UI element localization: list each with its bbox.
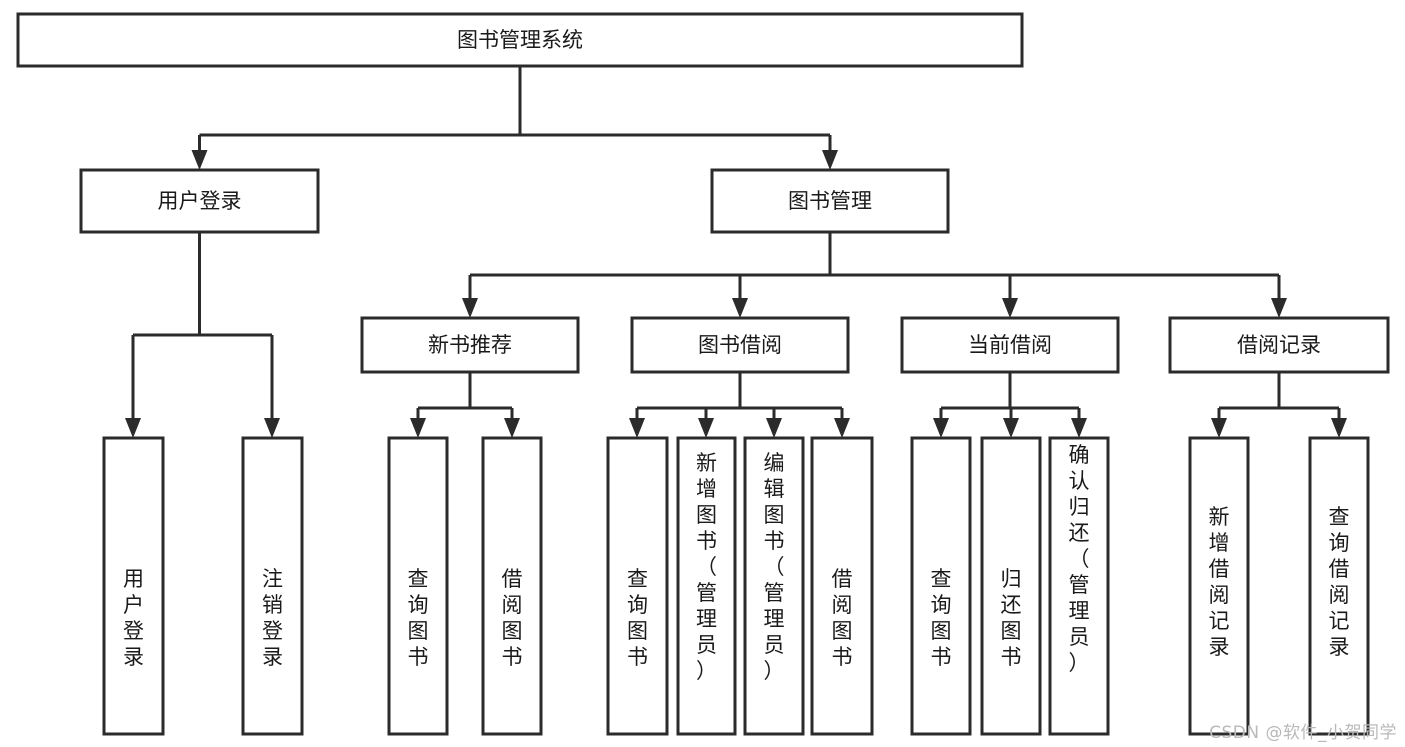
node-new-book-recommend-box[interactable] xyxy=(360,316,580,374)
leaf-confirm-return-admin-label: 确认归还（管理员） xyxy=(1069,443,1090,675)
connector-userlogin-to-leaves xyxy=(125,232,280,438)
leaf-add-book-admin-box[interactable] xyxy=(676,436,737,736)
connector-record-to-leaves xyxy=(1211,372,1347,438)
node-book-management-box[interactable] xyxy=(710,168,950,234)
leaf-logout-box[interactable] xyxy=(241,436,304,736)
leaf-query-book-current-box[interactable] xyxy=(910,436,972,736)
node-new-book-recommend-label: 新书推荐 xyxy=(428,333,512,357)
leaf-query-book-borrow-box[interactable] xyxy=(606,436,669,736)
leaf-add-borrow-record[interactable]: 新增借阅记录 xyxy=(1188,436,1250,736)
leaf-borrow-book-recommend[interactable]: 借阅图书 xyxy=(481,436,543,736)
leaf-return-book[interactable]: 归还图书 xyxy=(980,436,1042,736)
node-book-borrow-box[interactable] xyxy=(630,316,850,374)
node-new-book-recommend[interactable]: 新书推荐 xyxy=(360,316,580,374)
leaf-query-borrow-record[interactable]: 查询借阅记录 xyxy=(1308,436,1370,736)
leaf-edit-book-admin-label: 编辑图书（管理员） xyxy=(764,451,785,683)
leaf-user-login[interactable]: 用户登录 xyxy=(102,436,165,736)
leaf-borrow-book-box[interactable] xyxy=(810,436,874,736)
leaf-add-book-admin[interactable]: 新增图书（管理员） xyxy=(676,436,737,736)
node-current-borrow-label: 当前借阅 xyxy=(968,333,1052,357)
node-root-box[interactable] xyxy=(16,12,1024,68)
node-book-management-label: 图书管理 xyxy=(788,189,872,213)
connector-root-to-level2 xyxy=(191,66,838,170)
connector-bookmgmt-to-level3 xyxy=(462,232,1287,318)
node-book-borrow[interactable]: 图书借阅 xyxy=(630,316,850,374)
node-user-login[interactable]: 用户登录 xyxy=(79,168,320,234)
node-current-borrow[interactable]: 当前借阅 xyxy=(900,316,1120,374)
leaf-query-book-current-label: 查询图书 xyxy=(931,567,952,669)
leaf-query-book-recommend[interactable]: 查询图书 xyxy=(387,436,449,736)
node-user-login-label: 用户登录 xyxy=(158,189,242,213)
connector-borrow-to-leaves xyxy=(629,372,850,438)
leaf-query-borrow-record-box[interactable] xyxy=(1308,436,1370,736)
node-current-borrow-box[interactable] xyxy=(900,316,1120,374)
node-book-management[interactable]: 图书管理 xyxy=(710,168,950,234)
node-root[interactable]: 图书管理系统 xyxy=(16,12,1024,68)
leaf-edit-book-admin-box[interactable] xyxy=(743,436,805,736)
node-book-borrow-label: 图书借阅 xyxy=(698,333,782,357)
leaf-return-book-box[interactable] xyxy=(980,436,1042,736)
leaf-query-borrow-record-label: 查询借阅记录 xyxy=(1329,505,1350,659)
leaf-confirm-return-admin[interactable]: 确认归还（管理员） xyxy=(1048,436,1110,736)
leaf-return-book-label: 归还图书 xyxy=(1001,567,1022,669)
leaf-borrow-book-recommend-label: 借阅图书 xyxy=(502,567,523,669)
connector-current-to-leaves xyxy=(933,372,1087,438)
leaf-borrow-book[interactable]: 借阅图书 xyxy=(810,436,874,736)
leaf-logout[interactable]: 注销登录 xyxy=(241,436,304,736)
node-root-label: 图书管理系统 xyxy=(457,28,583,52)
leaf-borrow-book-label: 借阅图书 xyxy=(832,567,853,669)
node-user-login-box[interactable] xyxy=(79,168,320,234)
leaf-query-book-recommend-box[interactable] xyxy=(387,436,449,736)
leaf-user-login-label: 用户登录 xyxy=(123,567,144,669)
leaf-confirm-return-admin-box[interactable] xyxy=(1048,436,1110,736)
leaf-query-book-recommend-label: 查询图书 xyxy=(408,567,429,669)
connector-newbook-to-leaves xyxy=(410,372,520,438)
leaf-logout-label: 注销登录 xyxy=(262,567,283,669)
node-borrow-record[interactable]: 借阅记录 xyxy=(1168,316,1390,374)
leaf-edit-book-admin[interactable]: 编辑图书（管理员） xyxy=(743,436,805,736)
leaf-query-book-borrow[interactable]: 查询图书 xyxy=(606,436,669,736)
leaf-user-login-box[interactable] xyxy=(102,436,165,736)
leaf-borrow-book-recommend-box[interactable] xyxy=(481,436,543,736)
leaf-add-book-admin-label: 新增图书（管理员） xyxy=(696,451,717,683)
leaf-query-book-borrow-label: 查询图书 xyxy=(627,567,648,669)
leaf-add-borrow-record-label: 新增借阅记录 xyxy=(1209,505,1230,659)
node-borrow-record-label: 借阅记录 xyxy=(1237,333,1321,357)
leaf-add-borrow-record-box[interactable] xyxy=(1188,436,1250,736)
leaf-query-book-current[interactable]: 查询图书 xyxy=(910,436,972,736)
node-borrow-record-box[interactable] xyxy=(1168,316,1390,374)
